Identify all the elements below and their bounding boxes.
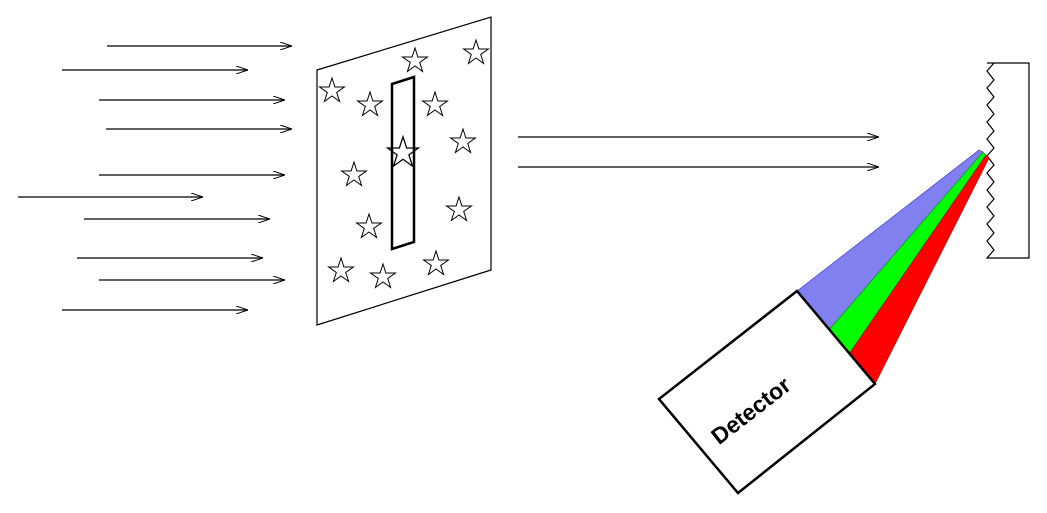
star-icon <box>446 196 472 221</box>
detector: Detector <box>657 289 877 495</box>
star-icon <box>463 39 489 64</box>
star-icon <box>423 250 449 275</box>
slit <box>390 75 416 251</box>
star-field <box>319 39 489 288</box>
focal-plane-panel <box>316 16 492 326</box>
detector-box <box>657 289 877 495</box>
star-icon <box>328 257 354 282</box>
star-icon <box>357 91 383 116</box>
star-icon <box>356 213 382 238</box>
star-icon <box>341 161 367 186</box>
diffraction-grating <box>985 62 1030 259</box>
star-icon <box>319 77 345 102</box>
star-icon <box>422 91 448 116</box>
focal-plane <box>316 16 492 326</box>
star-icon <box>370 263 396 288</box>
dispersed-spectrum <box>796 149 990 385</box>
star-icon <box>402 47 428 72</box>
star-icon <box>450 128 476 153</box>
incoming-light-arrows <box>18 46 292 310</box>
slit-beam-arrows <box>518 137 879 167</box>
